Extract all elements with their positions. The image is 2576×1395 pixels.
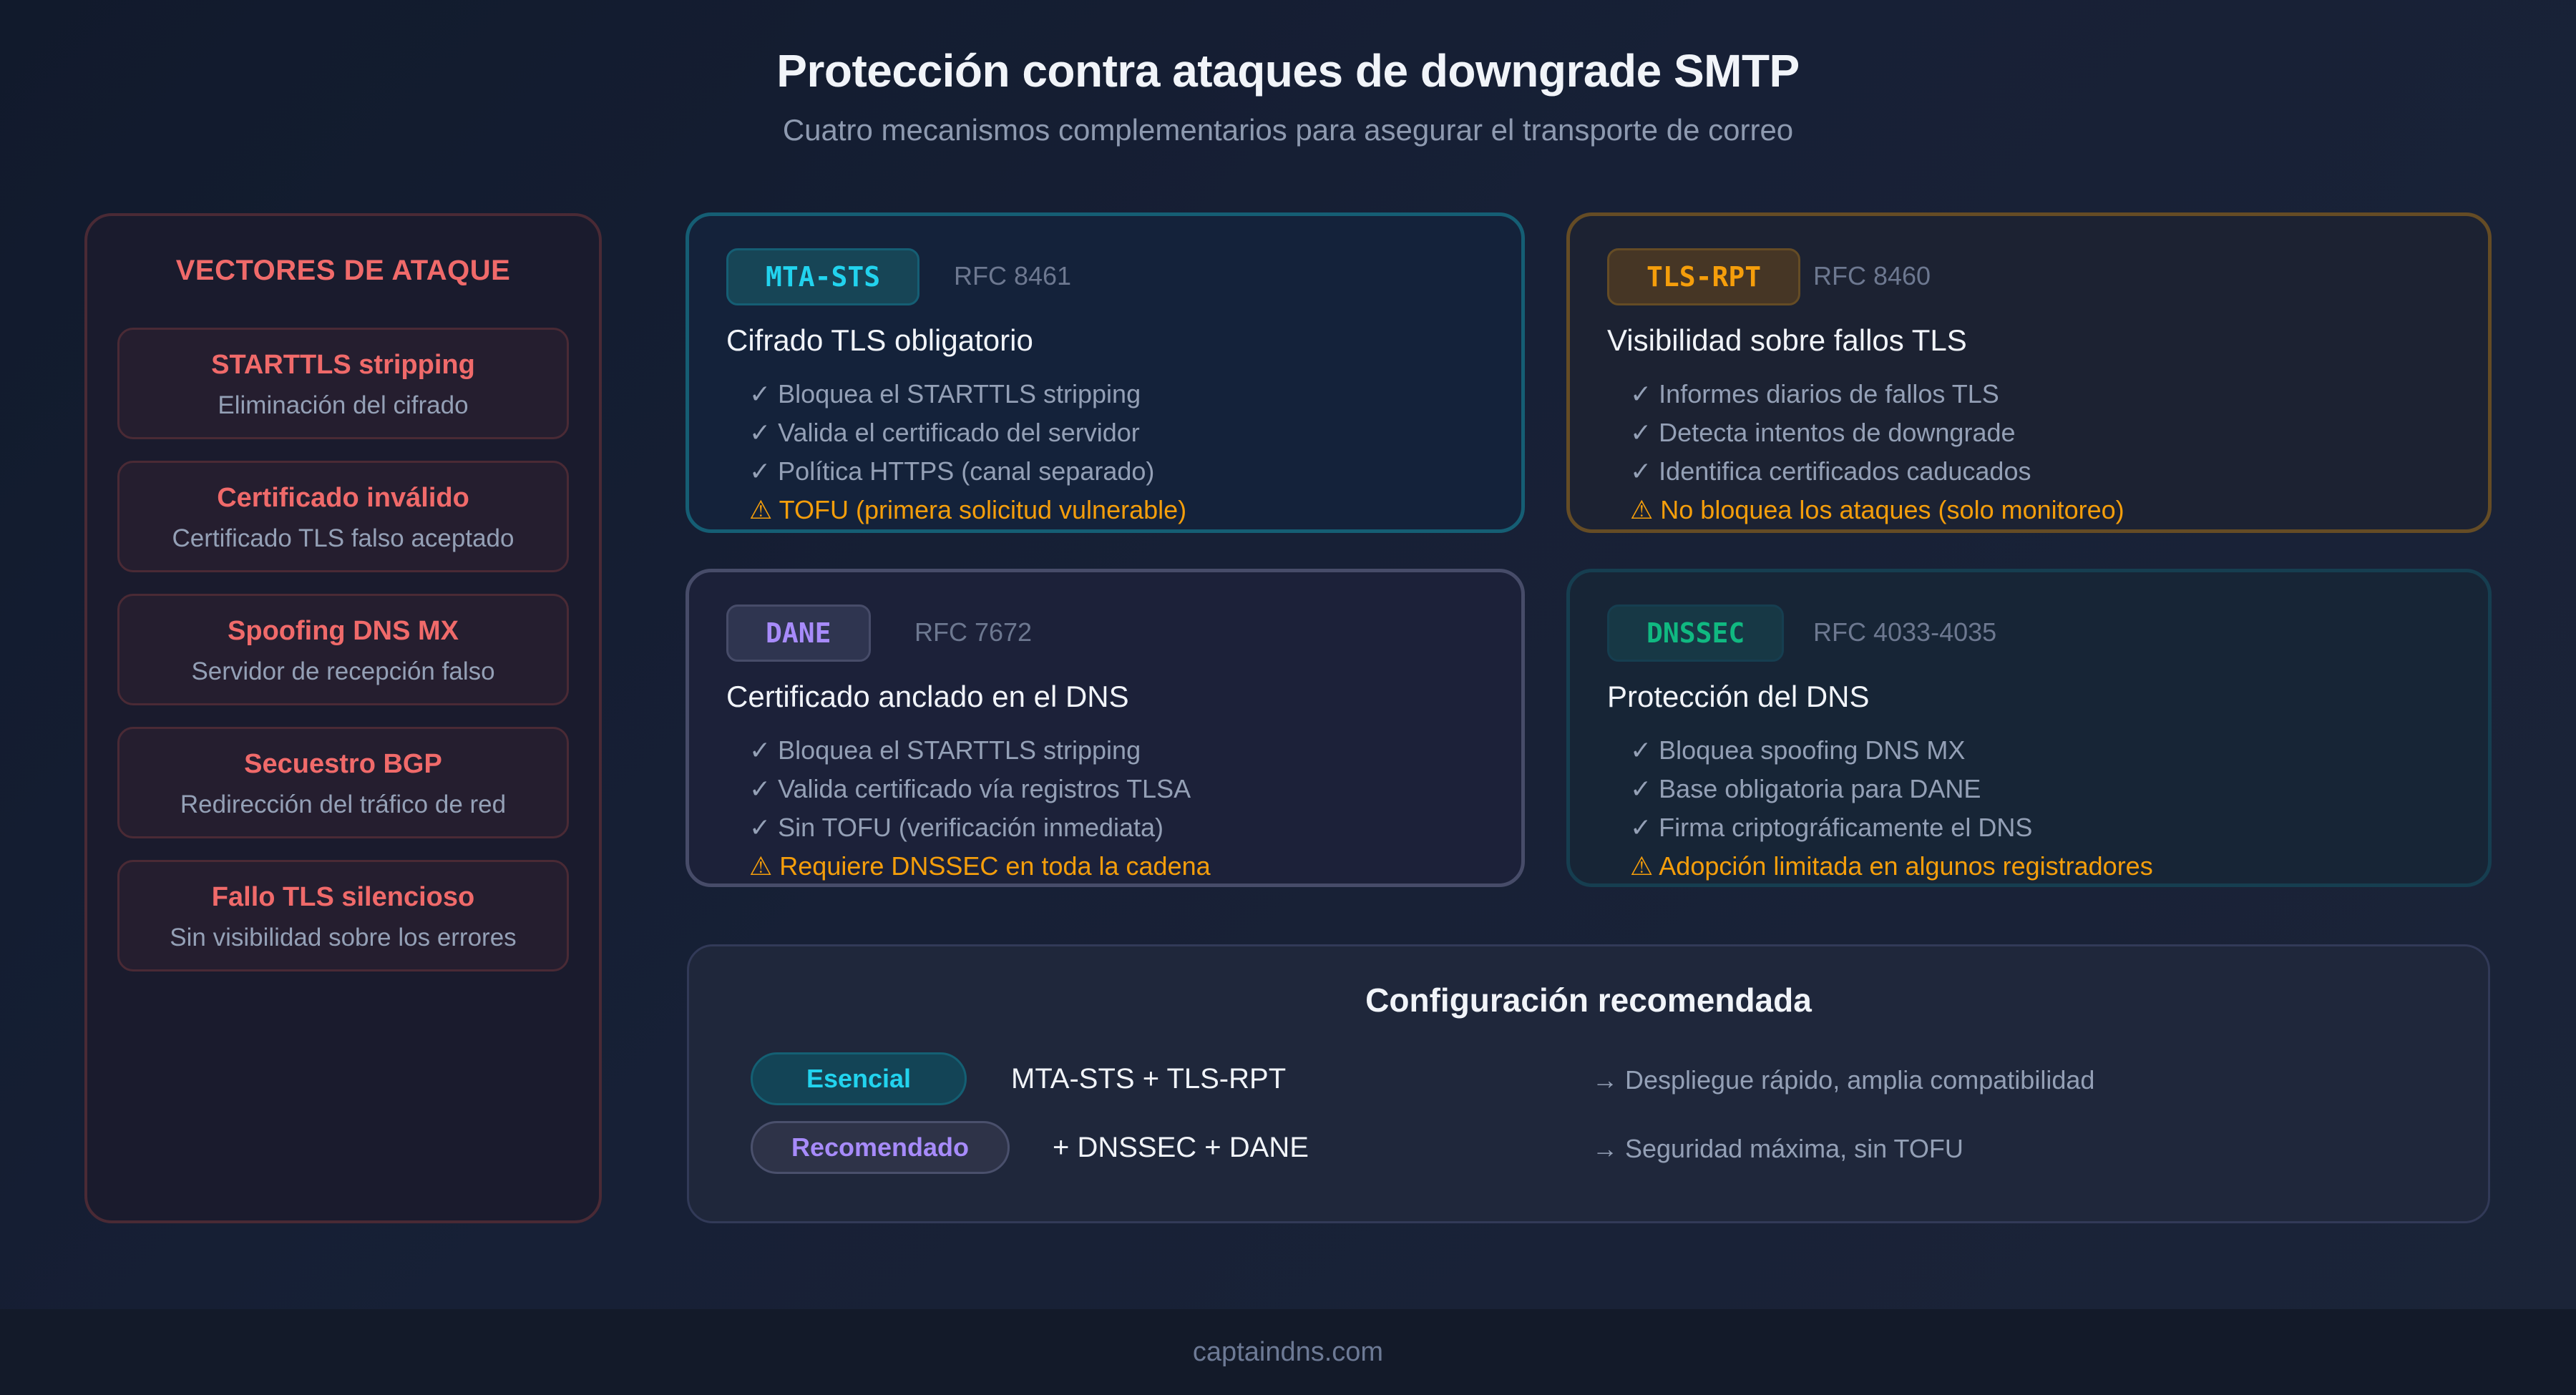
feature-item: ✓ Detecta intentos de downgrade <box>1630 418 2016 447</box>
mechanism-badge: DANE <box>726 604 871 662</box>
feature-item: ✓ Política HTTPS (canal separado) <box>749 456 1155 486</box>
attack-item-invalid-certificate: Certificado inválido Certificado TLS fal… <box>117 461 569 572</box>
warning-item: ⚠ Adopción limitada en algunos registrad… <box>1630 851 2153 881</box>
level-pill-essential: Esencial <box>751 1052 967 1105</box>
feature-list: ✓ Bloquea el STARTTLS stripping ✓ Valida… <box>749 731 1211 886</box>
config-combo: MTA-STS + TLS-RPT <box>1011 1063 1287 1095</box>
attack-item-starttls-stripping: STARTTLS stripping Eliminación del cifra… <box>117 328 569 439</box>
config-benefit: → Seguridad máxima, sin TOFU <box>1592 1134 1963 1163</box>
warning-item: ⚠ Requiere DNSSEC en toda la cadena <box>749 851 1211 881</box>
attack-vectors-panel: VECTORES DE ATAQUE STARTTLS stripping El… <box>84 213 602 1223</box>
attack-name: Spoofing DNS MX <box>228 616 459 646</box>
attack-item-bgp-hijack: Secuestro BGP Redirección del tráfico de… <box>117 727 569 838</box>
attack-item-dns-mx-spoofing: Spoofing DNS MX Servidor de recepción fa… <box>117 594 569 705</box>
level-pill-recommended: Recomendado <box>751 1121 1010 1174</box>
feature-item: ✓ Firma criptográficamente el DNS <box>1630 813 2033 842</box>
attack-name: Certificado inválido <box>217 483 469 513</box>
attack-desc: Sin visibilidad sobre los errores <box>170 924 517 951</box>
feature-list: ✓ Bloquea el STARTTLS stripping ✓ Valida… <box>749 375 1186 529</box>
feature-item: ✓ Bloquea spoofing DNS MX <box>1630 735 1966 765</box>
mechanism-title: Cifrado TLS obligatorio <box>726 323 1033 357</box>
feature-item: ✓ Valida certificado vía registros TLSA <box>749 774 1191 803</box>
feature-item: ✓ Bloquea el STARTTLS stripping <box>749 735 1141 765</box>
feature-list: ✓ Informes diarios de fallos TLS ✓ Detec… <box>1630 375 2124 529</box>
rfc-label: RFC 7672 <box>914 617 1033 647</box>
mechanism-card-dnssec: DNSSEC RFC 4033-4035 Protección del DNS … <box>1566 569 2492 887</box>
feature-list: ✓ Bloquea spoofing DNS MX ✓ Base obligat… <box>1630 731 2153 886</box>
rfc-label: RFC 8461 <box>954 261 1072 290</box>
mechanism-badge: MTA-STS <box>726 248 920 305</box>
attack-desc: Eliminación del cifrado <box>218 391 469 419</box>
config-title: Configuración recomendada <box>1365 982 1812 1019</box>
attack-name: Secuestro BGP <box>244 749 442 779</box>
config-combo: + DNSSEC + DANE <box>1053 1132 1309 1163</box>
attack-desc: Redirección del tráfico de red <box>180 790 507 818</box>
recommended-config-panel: Configuración recomendada Esencial MTA-S… <box>687 944 2490 1223</box>
page-subtitle: Cuatro mecanismos complementarios para a… <box>782 113 1794 147</box>
footer: captaindns.com <box>0 1309 2576 1395</box>
rfc-label: RFC 8460 <box>1813 261 1931 290</box>
feature-item: ✓ Informes diarios de fallos TLS <box>1630 379 1999 408</box>
warning-item: ⚠ TOFU (primera solicitud vulnerable) <box>749 495 1187 524</box>
feature-item: ✓ Base obligatoria para DANE <box>1630 774 1981 803</box>
rfc-label: RFC 4033-4035 <box>1813 617 1997 647</box>
mechanism-badge: DNSSEC <box>1607 604 1785 662</box>
mechanism-card-dane: DANE RFC 7672 Certificado anclado en el … <box>686 569 1525 887</box>
mechanism-title: Visibilidad sobre fallos TLS <box>1607 323 1967 357</box>
page-title: Protección contra ataques de downgrade S… <box>776 45 1800 97</box>
attack-name: Fallo TLS silencioso <box>211 882 475 912</box>
mechanism-card-tls-rpt: TLS-RPT RFC 8460 Visibilidad sobre fallo… <box>1566 212 2492 533</box>
footer-site-label: captaindns.com <box>1192 1336 1384 1367</box>
warning-item: ⚠ No bloquea los ataques (solo monitoreo… <box>1630 495 2124 524</box>
attack-vectors-heading: VECTORES DE ATAQUE <box>175 255 511 286</box>
feature-item: ✓ Sin TOFU (verificación inmediata) <box>749 813 1164 842</box>
mechanism-card-mta-sts: MTA-STS RFC 8461 Cifrado TLS obligatorio… <box>686 212 1525 533</box>
mechanism-title: Protección del DNS <box>1607 680 1870 713</box>
mechanism-title: Certificado anclado en el DNS <box>726 680 1129 713</box>
feature-item: ✓ Valida el certificado del servidor <box>749 418 1140 447</box>
feature-item: ✓ Bloquea el STARTTLS stripping <box>749 379 1141 408</box>
attack-desc: Certificado TLS falso aceptado <box>172 524 514 552</box>
attack-item-silent-tls-failure: Fallo TLS silencioso Sin visibilidad sob… <box>117 860 569 971</box>
feature-item: ✓ Identifica certificados caducados <box>1630 456 2031 486</box>
attack-name: STARTTLS stripping <box>211 350 475 380</box>
config-benefit: → Despliegue rápido, amplia compatibilid… <box>1592 1065 2095 1095</box>
attack-desc: Servidor de recepción falso <box>191 657 495 685</box>
mechanism-badge: TLS-RPT <box>1607 248 1801 305</box>
